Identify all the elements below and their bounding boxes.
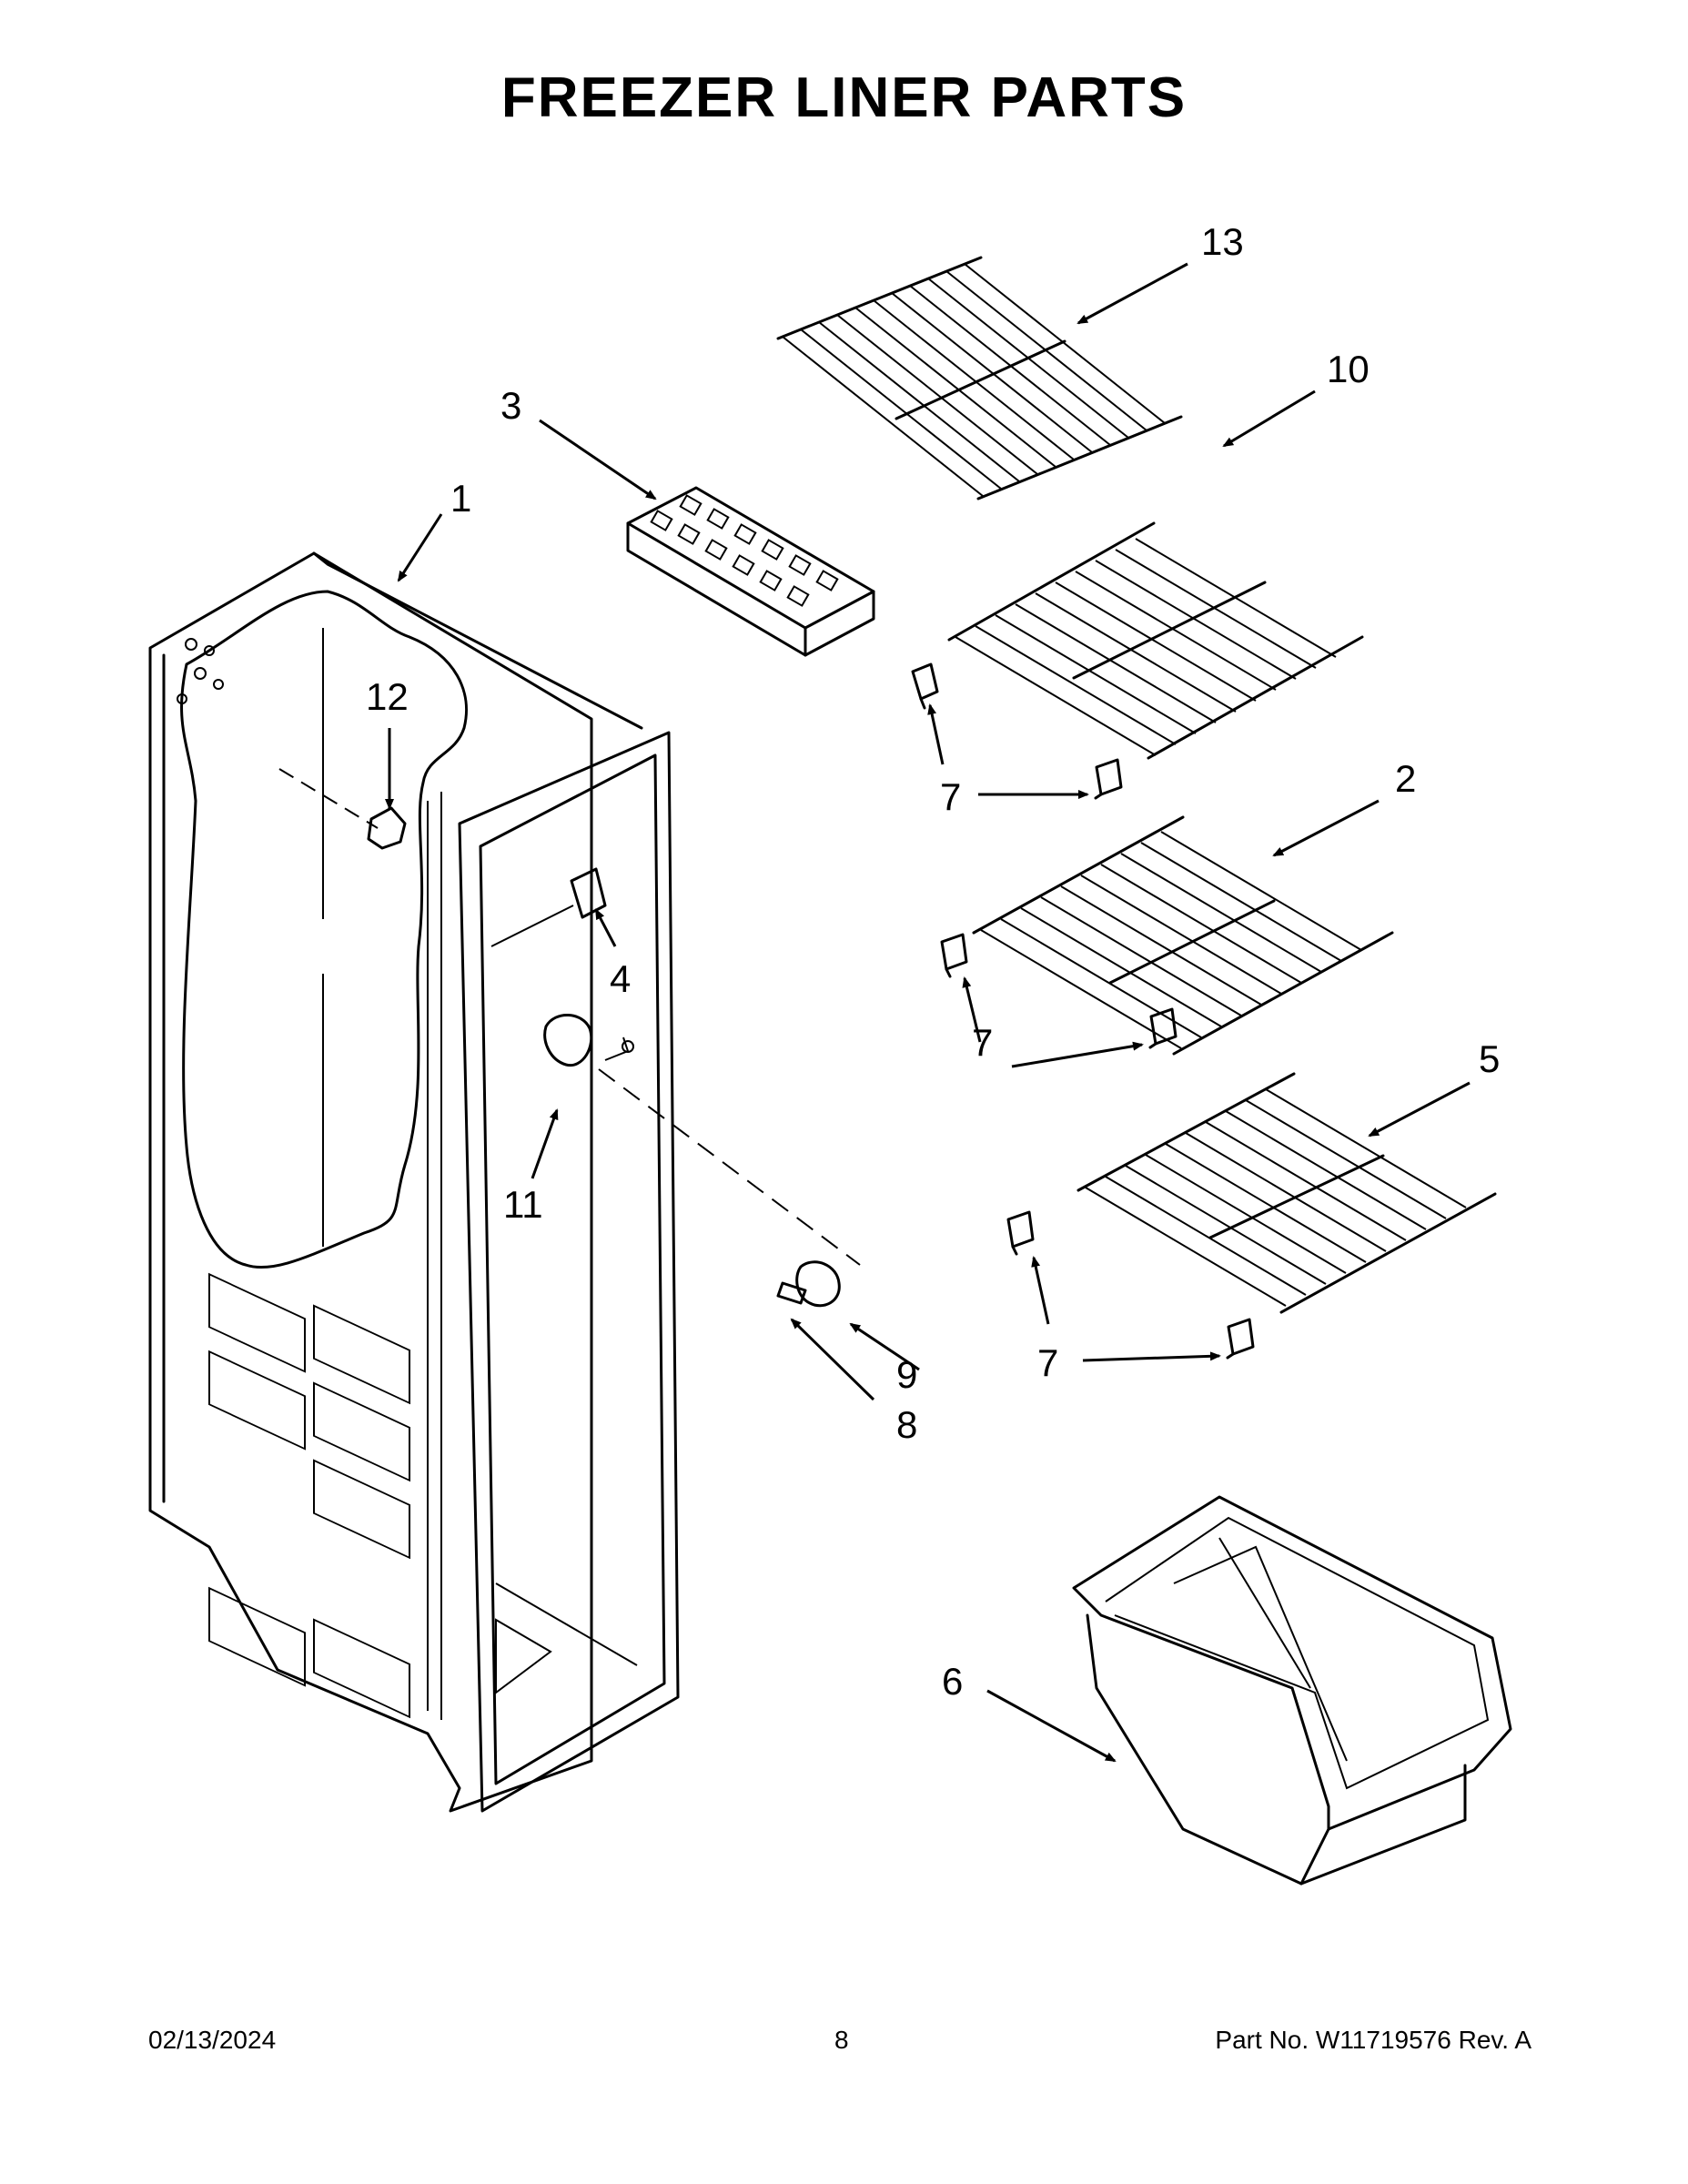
- wire-shelf-2: [972, 815, 1394, 1056]
- footer-date: 02/13/2024: [148, 2026, 277, 2054]
- freezer-liner: [148, 551, 861, 1813]
- footer-part-number: Part No. W11719576 Rev. A: [1215, 2026, 1531, 2054]
- callout-13: 13: [1201, 220, 1244, 263]
- callout-11: 11: [503, 1183, 543, 1226]
- callout-8: 8: [896, 1403, 917, 1446]
- leader-lines: [385, 262, 1471, 1763]
- wire-shelf-5: [1076, 1072, 1497, 1314]
- page-title: FREEZER LINER PARTS: [500, 66, 1188, 129]
- shelf-supports: [911, 662, 1255, 1360]
- callout-4: 4: [610, 957, 631, 1000]
- callout-12: 12: [366, 675, 409, 718]
- wire-shelf-10: [947, 521, 1364, 760]
- callout-2: 2: [1395, 757, 1416, 800]
- callout-6: 6: [942, 1660, 963, 1703]
- wire-shelf-13: [776, 256, 1183, 500]
- callout-labels: 1 2 3 4 5 6 7 7 7 8 9 10 11 12 13: [366, 220, 1500, 1703]
- callout-5: 5: [1479, 1037, 1500, 1080]
- footer-page-number: 8: [834, 2026, 849, 2054]
- callout-7b: 7: [972, 1021, 993, 1064]
- callout-10: 10: [1327, 348, 1370, 390]
- callout-7c: 7: [1037, 1341, 1058, 1384]
- callout-9: 9: [896, 1353, 917, 1396]
- freezer-bin: [1072, 1495, 1512, 1886]
- callout-3: 3: [500, 384, 521, 427]
- callout-7a: 7: [940, 775, 961, 818]
- callout-1: 1: [450, 477, 471, 520]
- ice-tray: [626, 486, 875, 657]
